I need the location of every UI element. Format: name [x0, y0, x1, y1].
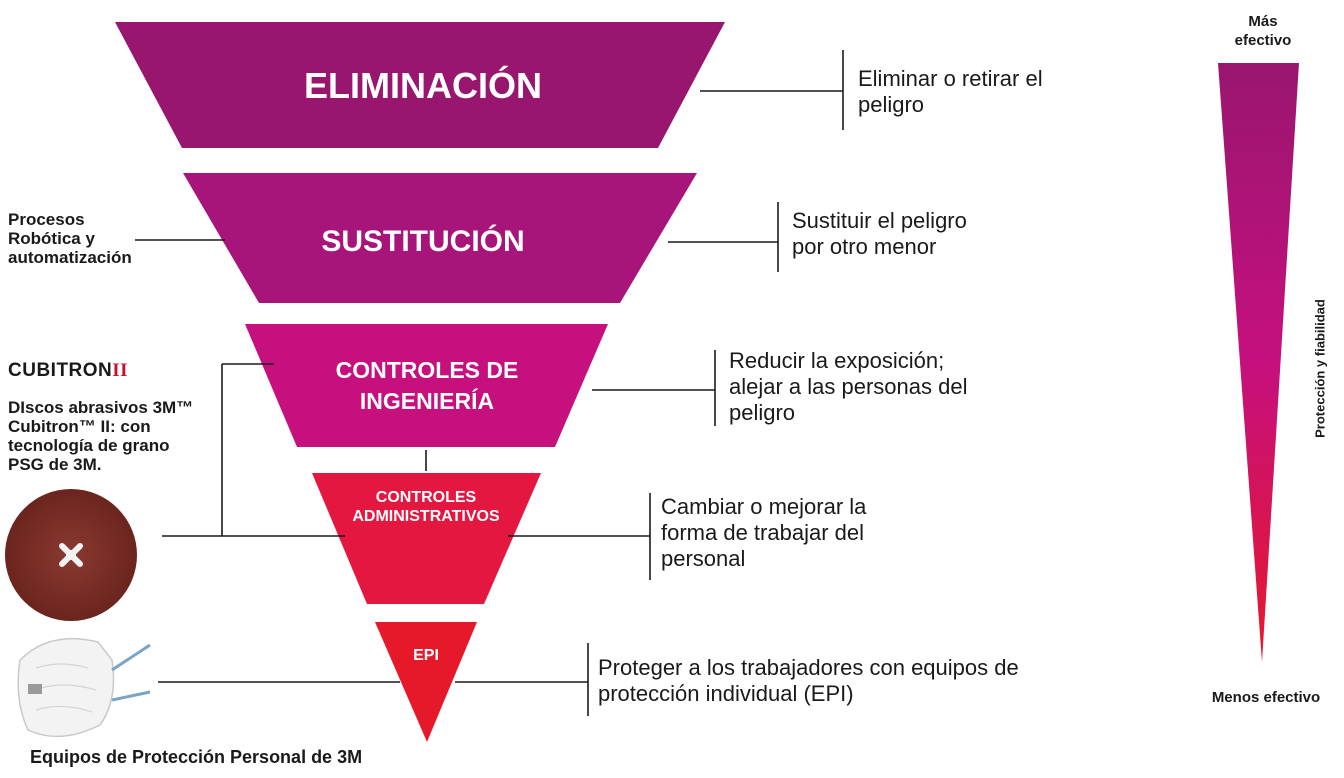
cubitron-logo: CUBITRONII	[8, 360, 128, 382]
level-eliminacion-shape	[115, 22, 725, 148]
effectiveness-scale-bar	[1218, 63, 1299, 662]
level-sustitucion-title: SUSTITUCIÓN	[321, 224, 524, 258]
level-epi-shape	[375, 622, 477, 742]
scale-bottom-label: Menos efectivo	[1211, 689, 1321, 706]
respirator-mask-icon	[17, 637, 151, 738]
cubitron-logo-text: CUBITRON	[8, 360, 113, 381]
epp-caption: Equipos de Protección Personal de 3M	[30, 747, 363, 767]
level-administrativos-title-2: ADMINISTRATIVOS	[352, 508, 500, 525]
level-administrativos-description: Cambiar o mejorar la forma de trabajar d…	[661, 494, 867, 571]
left-connectors	[135, 239, 427, 683]
level-eliminacion-title: ELIMINACIÓN	[304, 64, 542, 106]
level-epi-title: EPI	[413, 647, 439, 664]
scale-top-label: Más efectivo	[1234, 13, 1292, 49]
level-ingenieria-description: Reducir la exposición; alejar a las pers…	[729, 348, 968, 425]
level-eliminacion-description: Eliminar o retirar el peligro	[858, 66, 1043, 117]
level-ingenieria-title-2: INGENIERÍA	[360, 387, 494, 414]
level-ingenieria-shape	[245, 324, 608, 447]
level-ingenieria-title-1: CONTROLES DE	[336, 357, 519, 383]
cubitron-logo-suffix: II	[112, 360, 129, 381]
level-epi-description: Proteger a los trabajadores con equipos …	[598, 655, 1019, 706]
level-sustitucion-shape	[183, 173, 697, 303]
level-sustitucion-description: Sustituir el peligro por otro menor	[792, 208, 967, 259]
level-administrativos-shape	[312, 473, 541, 604]
discos-label: DIscos abrasivos 3M™ Cubitron™ II: con t…	[8, 398, 194, 474]
description-connectors	[455, 50, 844, 716]
scale-axis-label: Protección y fiabilidad	[1312, 299, 1328, 438]
level-administrativos-title-1: CONTROLES	[376, 489, 477, 506]
procesos-label: Procesos Robótica y automatización	[8, 210, 132, 267]
abrasive-disc-icon	[5, 489, 137, 621]
